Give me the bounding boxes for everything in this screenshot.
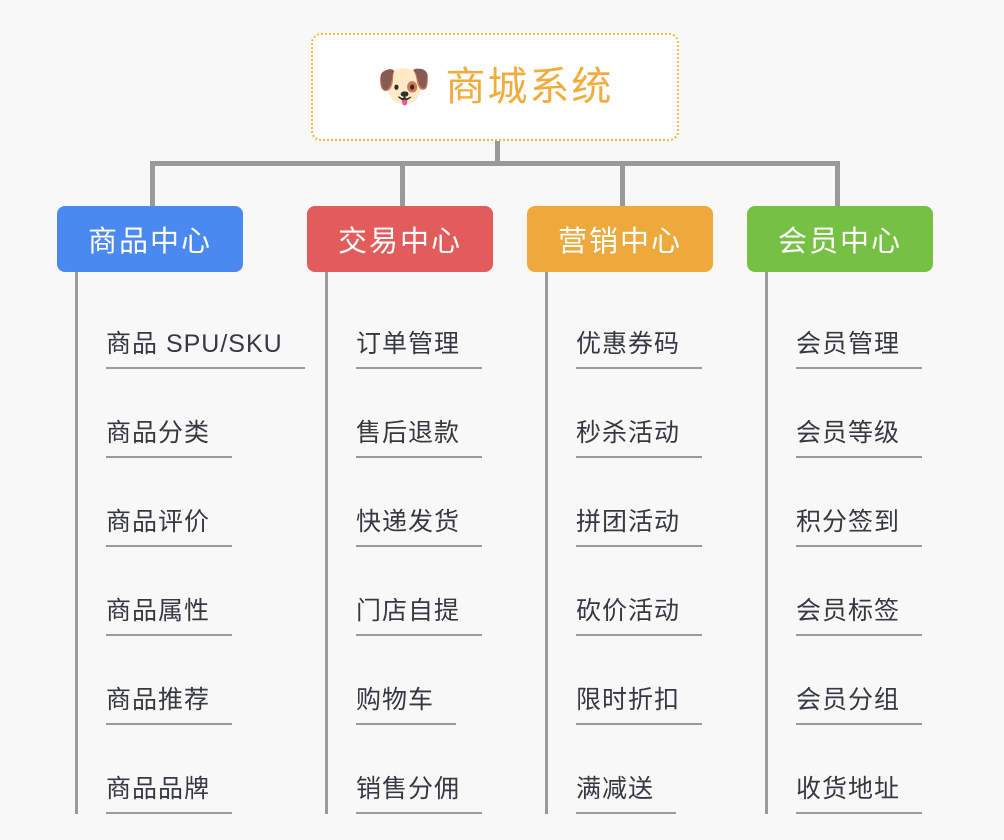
list-item[interactable]: 商品品牌 — [78, 725, 307, 814]
branch-items-marketing-center: 优惠券码 秒杀活动 拼团活动 砍价活动 限时折扣 满减送 — [545, 272, 747, 814]
list-item-label: 收货地址 — [796, 769, 923, 814]
list-item[interactable]: 砍价活动 — [548, 547, 747, 636]
connector-drop-1 — [150, 161, 155, 207]
list-item-label: 商品评价 — [106, 502, 233, 547]
list-item-label: 商品推荐 — [106, 680, 233, 725]
list-item[interactable]: 会员等级 — [768, 369, 967, 458]
list-item[interactable]: 会员标签 — [768, 547, 967, 636]
list-item[interactable]: 商品分类 — [78, 369, 307, 458]
connector-root-stem — [495, 141, 500, 165]
list-item-label: 积分签到 — [796, 502, 923, 547]
list-item-label: 限时折扣 — [576, 680, 703, 725]
list-item[interactable]: 拼团活动 — [548, 458, 747, 547]
list-item-label: 购物车 — [356, 680, 457, 725]
list-item[interactable]: 门店自提 — [328, 547, 527, 636]
list-item[interactable]: 商品评价 — [78, 458, 307, 547]
root-node[interactable]: 🐶 商城系统 — [311, 33, 679, 141]
list-item-label: 快递发货 — [356, 502, 483, 547]
branch-items-product-center: 商品 SPU/SKU 商品分类 商品评价 商品属性 商品推荐 商品品牌 — [75, 272, 307, 814]
list-item-label: 拼团活动 — [576, 502, 703, 547]
list-item[interactable]: 限时折扣 — [548, 636, 747, 725]
branch-header-member-center[interactable]: 会员中心 — [747, 206, 933, 272]
list-item[interactable]: 会员分组 — [768, 636, 967, 725]
list-item-label: 商品分类 — [106, 413, 233, 458]
list-item[interactable]: 商品属性 — [78, 547, 307, 636]
branch-items-trade-center: 订单管理 售后退款 快递发货 门店自提 购物车 销售分佣 — [325, 272, 527, 814]
list-item-label: 订单管理 — [356, 324, 483, 369]
list-item[interactable]: 商品 SPU/SKU — [78, 280, 307, 369]
branch-items-member-center: 会员管理 会员等级 积分签到 会员标签 会员分组 收货地址 — [765, 272, 967, 814]
list-item[interactable]: 商品推荐 — [78, 636, 307, 725]
list-item-label: 售后退款 — [356, 413, 483, 458]
list-item[interactable]: 满减送 — [548, 725, 747, 814]
list-item-label: 商品属性 — [106, 591, 233, 636]
branch-product-center: 商品中心 商品 SPU/SKU 商品分类 商品评价 商品属性 商品推荐 商品品牌 — [57, 206, 307, 814]
list-item[interactable]: 售后退款 — [328, 369, 527, 458]
list-item[interactable]: 收货地址 — [768, 725, 967, 814]
branch-trade-center: 交易中心 订单管理 售后退款 快递发货 门店自提 购物车 销售分佣 — [307, 206, 527, 814]
list-item-label: 会员管理 — [796, 324, 923, 369]
list-item[interactable]: 购物车 — [328, 636, 527, 725]
connector-drop-2 — [400, 161, 405, 207]
list-item-label: 商品 SPU/SKU — [106, 324, 305, 369]
root-title: 商城系统 — [445, 65, 614, 109]
list-item[interactable]: 优惠券码 — [548, 280, 747, 369]
list-item-label: 满减送 — [576, 769, 677, 814]
branch-header-product-center[interactable]: 商品中心 — [57, 206, 243, 272]
connector-drop-3 — [620, 161, 625, 207]
list-item-label: 会员分组 — [796, 680, 923, 725]
list-item[interactable]: 快递发货 — [328, 458, 527, 547]
list-item-label: 商品品牌 — [106, 769, 233, 814]
list-item[interactable]: 秒杀活动 — [548, 369, 747, 458]
connector-drop-4 — [835, 161, 840, 207]
connector-horizontal-bus — [150, 161, 840, 166]
branch-header-marketing-center[interactable]: 营销中心 — [527, 206, 713, 272]
list-item-label: 会员等级 — [796, 413, 923, 458]
dog-face-icon: 🐶 — [376, 62, 432, 111]
branch-marketing-center: 营销中心 优惠券码 秒杀活动 拼团活动 砍价活动 限时折扣 满减送 — [527, 206, 747, 814]
list-item[interactable]: 订单管理 — [328, 280, 527, 369]
list-item-label: 销售分佣 — [356, 769, 483, 814]
list-item-label: 门店自提 — [356, 591, 483, 636]
list-item[interactable]: 会员管理 — [768, 280, 967, 369]
branch-header-trade-center[interactable]: 交易中心 — [307, 206, 493, 272]
branch-member-center: 会员中心 会员管理 会员等级 积分签到 会员标签 会员分组 收货地址 — [747, 206, 967, 814]
list-item-label: 砍价活动 — [576, 591, 703, 636]
list-item[interactable]: 积分签到 — [768, 458, 967, 547]
list-item-label: 优惠券码 — [576, 324, 703, 369]
list-item-label: 会员标签 — [796, 591, 923, 636]
list-item[interactable]: 销售分佣 — [328, 725, 527, 814]
list-item-label: 秒杀活动 — [576, 413, 703, 458]
